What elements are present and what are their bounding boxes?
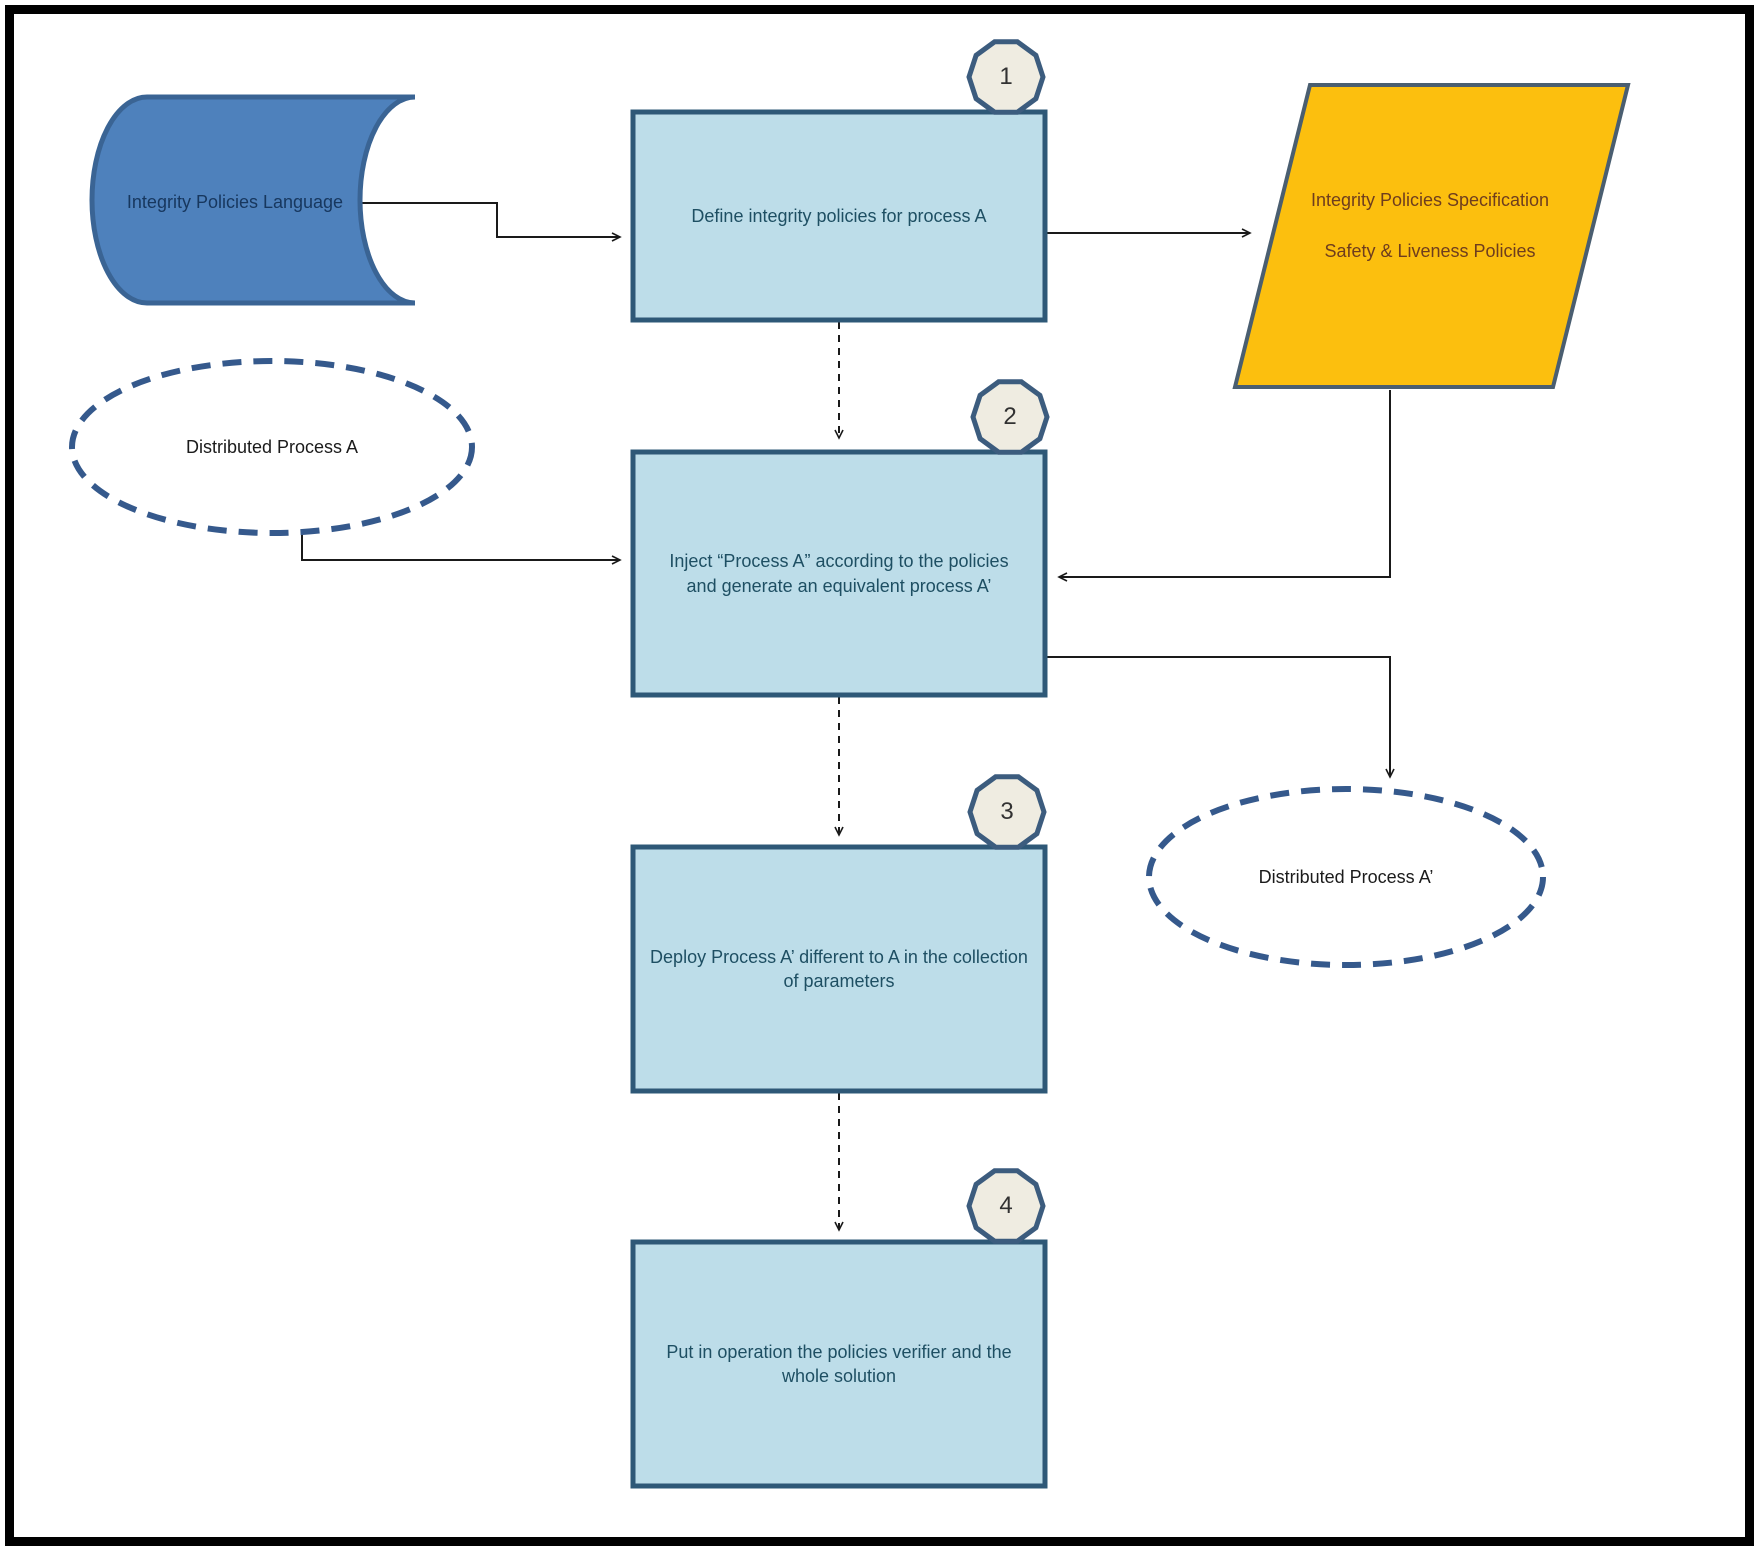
label-spec-line1: Integrity Policies Specification bbox=[1310, 190, 1550, 211]
connector-step2-to-processAprime bbox=[1045, 656, 1395, 779]
badge-shape-2 bbox=[970, 379, 1050, 455]
label-spec-line2: Safety & Liveness Policies bbox=[1324, 240, 1536, 261]
stored-data-shape-language bbox=[89, 94, 416, 306]
connector-processA-to-step2 bbox=[301, 533, 622, 565]
label-step4: Put in operation the policies verifier a… bbox=[666, 1341, 1012, 1386]
badge-number-4: 4 bbox=[999, 1192, 1013, 1219]
label-distributed-process-a: Distributed Process A bbox=[185, 436, 359, 457]
ellipse-distributed-process-a-prime bbox=[1146, 786, 1546, 968]
connector-spec-to-step2 bbox=[1057, 390, 1391, 582]
process-box-step3 bbox=[630, 844, 1048, 1094]
label-step3: Deploy Process A’ different to A in the … bbox=[650, 946, 1028, 991]
process-box-step4 bbox=[630, 1239, 1048, 1489]
data-shape-spec bbox=[1232, 83, 1631, 389]
ellipse-distributed-process-a bbox=[69, 358, 475, 536]
process-box-step2 bbox=[630, 449, 1048, 698]
label-step2: Inject “Process A” according to the poli… bbox=[669, 551, 1009, 596]
label-step1: Define integrity policies for process A bbox=[691, 205, 987, 226]
label-integrity-policies-language: Integrity Policies Language bbox=[126, 192, 344, 213]
badge-number-1: 1 bbox=[999, 63, 1013, 90]
badge-number-2: 2 bbox=[1003, 403, 1017, 430]
badge-shape-3 bbox=[967, 774, 1047, 850]
process-box-step1 bbox=[630, 109, 1048, 323]
connector-language-to-step1 bbox=[362, 202, 622, 242]
badge-number-3: 3 bbox=[1000, 798, 1014, 825]
badge-shape-1 bbox=[966, 39, 1046, 115]
label-distributed-process-a-prime: Distributed Process A’ bbox=[1258, 866, 1434, 887]
badge-shape-4 bbox=[966, 1168, 1046, 1244]
label-spec: Integrity Policies Specification Safety … bbox=[1300, 138, 1560, 313]
